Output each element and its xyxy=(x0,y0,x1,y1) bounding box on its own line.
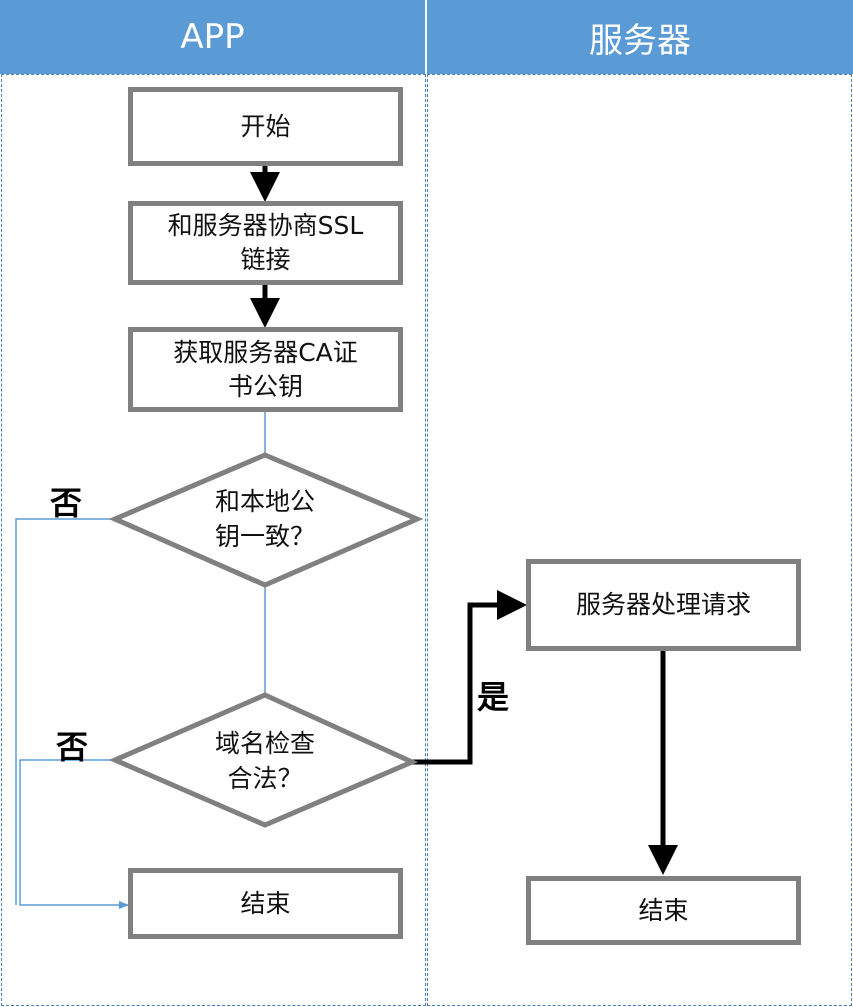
step-server-end-label: 结束 xyxy=(638,895,689,925)
step-server-end: 结束 xyxy=(526,876,801,945)
lane-server xyxy=(427,74,852,1006)
decision-check-domain-label: 域名检查 合法？ xyxy=(214,729,315,793)
lane-header-server: 服务器 xyxy=(427,0,853,74)
step-app-end-label: 结束 xyxy=(240,888,291,918)
arrow-yes-server xyxy=(412,590,527,765)
step-get-cert-label: 获取服务器CA证 书公钥 xyxy=(173,337,358,401)
step-server-process: 服务器处理请求 xyxy=(526,559,801,651)
step-start-label: 开始 xyxy=(240,111,291,141)
arrow-domain-invalid-end xyxy=(19,759,129,909)
branch-no-domain: 否 xyxy=(56,728,89,766)
lane-title-app: APP xyxy=(180,17,245,57)
decision-check-domain-shape xyxy=(108,692,419,828)
line-key-mismatch xyxy=(15,518,115,905)
branch-yes: 是 xyxy=(477,678,510,716)
branch-no-key: 否 xyxy=(50,484,83,522)
decision-check-key-label: 和本地公 钥一致？ xyxy=(214,487,315,551)
step-app-end: 结束 xyxy=(128,868,403,939)
step-get-cert: 获取服务器CA证 书公钥 xyxy=(128,327,403,412)
lane-title-server: 服务器 xyxy=(589,20,691,61)
lane-header-app: APP xyxy=(0,0,425,74)
step-start: 开始 xyxy=(128,87,403,166)
decision-check-key-shape xyxy=(108,452,424,588)
step-negotiate-ssl-label: 和服务器协商SSL 链接 xyxy=(167,211,364,274)
header-divider xyxy=(425,0,427,74)
step-negotiate-ssl: 和服务器协商SSL 链接 xyxy=(128,201,403,285)
step-server-process-label: 服务器处理请求 xyxy=(575,590,751,620)
lane-app xyxy=(1,74,426,1006)
